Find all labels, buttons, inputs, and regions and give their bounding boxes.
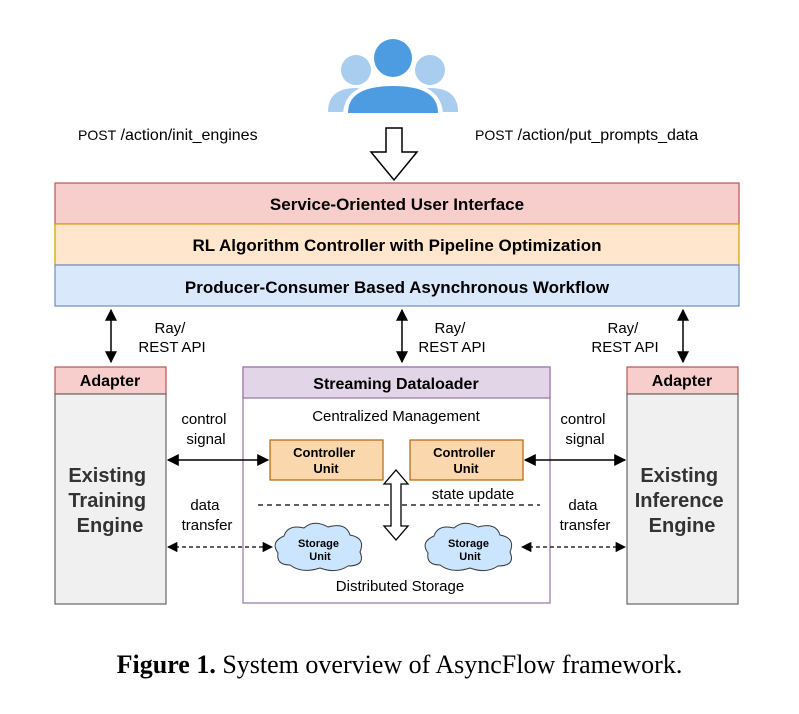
streaming-dataloader: Streaming Dataloader Centralized Managem… <box>242 366 551 604</box>
figure-label: Figure 1. <box>116 650 216 679</box>
control-signal-label-right: control signal <box>560 411 609 448</box>
layer-workflow: Producer-Consumer Based Asynchronous Wor… <box>54 264 740 307</box>
state-update-label: state update <box>432 486 515 503</box>
request-arrow <box>369 127 419 182</box>
request-put-prompts: POST /action/put_prompts_data <box>475 127 698 144</box>
ray-label-left: Ray/ REST API <box>138 320 205 356</box>
distributed-storage-label: Distributed Storage <box>336 578 464 595</box>
training-engine: Adapter Existing Training Engine <box>54 366 167 605</box>
layer-controller: RL Algorithm Controller with Pipeline Op… <box>54 223 740 266</box>
svg-text:Producer-Consumer Based Asynch: Producer-Consumer Based Asynchronous Wor… <box>185 278 610 297</box>
figure-caption: Figure 1. System overview of AsyncFlow f… <box>0 650 799 680</box>
training-adapter: Adapter <box>80 373 140 390</box>
request-init-engines: POST /action/init_engines <box>78 127 258 144</box>
figure-text: System overview of AsyncFlow framework. <box>222 650 683 679</box>
svg-text:RL Algorithm Controller with P: RL Algorithm Controller with Pipeline Op… <box>193 236 602 255</box>
svg-text:Storage Unit: Storage Unit <box>448 538 492 563</box>
storage-unit-right: Storage Unit <box>424 522 513 572</box>
data-transfer-label-left: data transfer <box>182 497 233 534</box>
state-update-arrow <box>382 469 410 541</box>
control-signal-label-left: control signal <box>181 411 230 448</box>
svg-text:Existing Inference: Existing Inference Engine <box>635 465 730 537</box>
controller-unit-left: Controller Unit <box>269 439 384 481</box>
controller-unit-right: Controller Unit <box>409 439 524 481</box>
svg-text:Controller Unit: Controller Unit <box>433 445 499 476</box>
svg-text:Existing Training: Existing Training Engine <box>68 465 151 537</box>
inference-adapter: Adapter <box>652 373 712 390</box>
data-transfer-label-right: data transfer <box>560 497 611 534</box>
ray-label-center: Ray/ REST API <box>418 320 485 356</box>
svg-text:Service-Oriented User Interfac: Service-Oriented User Interface <box>270 195 524 214</box>
layer-ui: Service-Oriented User Interface <box>54 182 740 225</box>
ray-label-right: Ray/ REST API <box>591 320 658 356</box>
svg-text:Controller Unit: Controller Unit <box>293 445 359 476</box>
storage-unit-left: Storage Unit <box>274 522 363 572</box>
dataloader-title: Streaming Dataloader <box>313 376 478 393</box>
users-icon <box>328 34 458 116</box>
svg-text:Storage Unit: Storage Unit <box>298 538 342 563</box>
centralized-management: Centralized Management <box>312 408 480 425</box>
inference-engine: Adapter Existing Inference Engine <box>626 366 739 605</box>
